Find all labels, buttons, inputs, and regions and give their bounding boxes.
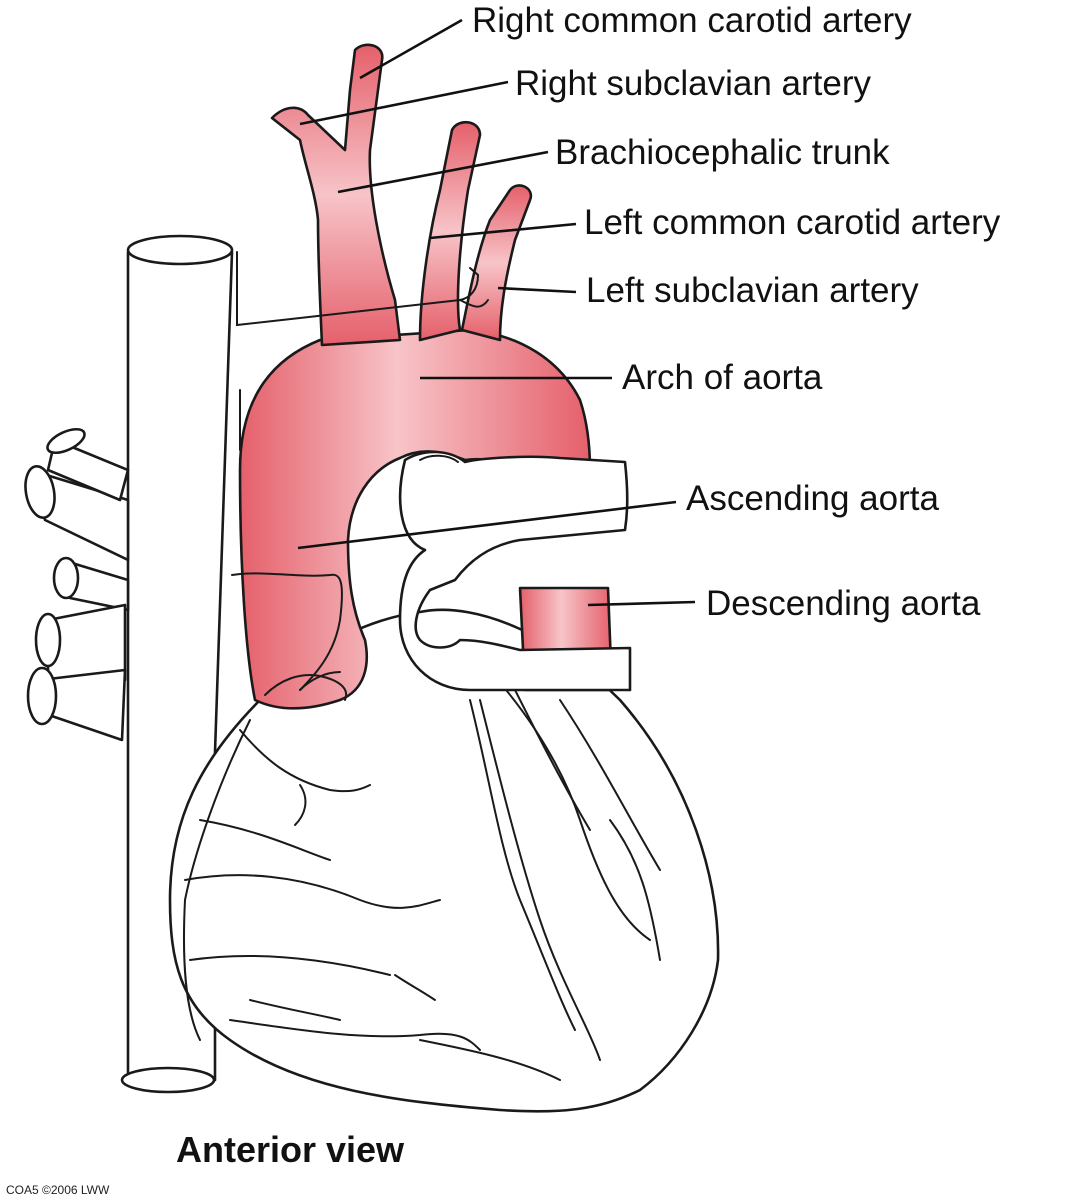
leader-ascending (297, 500, 677, 550)
leader-left-subclavian (497, 286, 577, 294)
leader-descending (587, 600, 696, 607)
aortic-branches (236, 43, 533, 451)
label-arch-of-aorta: Arch of aorta (622, 358, 823, 397)
label-left-common-carotid-artery: Left common carotid artery (584, 203, 1001, 242)
label-ascending-aorta: Ascending aorta (686, 479, 939, 518)
leader-left-common-carotid (429, 222, 577, 240)
labels: Right common carotid artery Right subcla… (472, 1, 1001, 623)
label-left-subclavian-artery: Left subclavian artery (586, 271, 919, 310)
label-brachiocephalic-trunk: Brachiocephalic trunk (555, 133, 890, 172)
view-caption: Anterior view (176, 1129, 405, 1170)
leader-right-common-carotid (359, 18, 463, 80)
heart (168, 608, 720, 1113)
leader-right-subclavian (299, 80, 509, 126)
aorta (231, 328, 614, 710)
label-right-common-carotid-artery: Right common carotid artery (472, 1, 912, 40)
leader-brachiocephalic (337, 150, 549, 194)
pulmonary-trunk (398, 450, 632, 692)
pulmonary-veins (24, 427, 130, 742)
label-right-subclavian-artery: Right subclavian artery (515, 64, 871, 103)
copyright-credit: COA5 ©2006 LWW (6, 1183, 110, 1197)
leader-lines (297, 18, 696, 607)
label-descending-aorta: Descending aorta (706, 584, 981, 623)
